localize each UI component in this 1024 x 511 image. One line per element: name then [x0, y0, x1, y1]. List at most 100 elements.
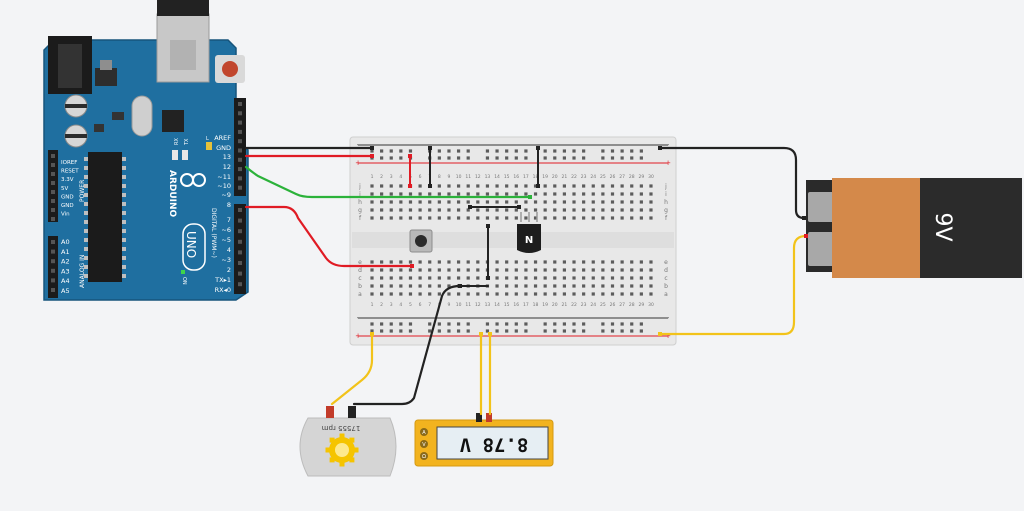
rail-hole[interactable] [437, 322, 441, 326]
rail-hole[interactable] [562, 322, 566, 326]
terminal-hole[interactable] [428, 216, 432, 220]
header-pin[interactable] [238, 167, 242, 172]
terminal-hole[interactable] [601, 284, 605, 288]
wire-endpoint[interactable] [479, 332, 483, 336]
wire-red-pin8[interactable] [244, 205, 414, 268]
terminal-hole[interactable] [418, 208, 422, 212]
terminal-hole[interactable] [562, 200, 566, 204]
npn-transistor[interactable]: N [517, 212, 541, 253]
terminal-hole[interactable] [399, 260, 403, 264]
terminal-hole[interactable] [630, 184, 634, 188]
terminal-hole[interactable] [649, 184, 653, 188]
terminal-hole[interactable] [620, 184, 624, 188]
mode-v-button[interactable] [420, 440, 428, 448]
rail-hole[interactable] [428, 322, 432, 326]
rail-hole[interactable] [620, 329, 624, 333]
rail-hole[interactable] [543, 156, 547, 160]
terminal-hole[interactable] [582, 200, 586, 204]
rail-hole[interactable] [399, 149, 403, 153]
rail-hole[interactable] [620, 322, 624, 326]
rail-hole[interactable] [485, 149, 490, 153]
rail-hole[interactable] [466, 322, 470, 326]
terminal-hole[interactable] [639, 268, 643, 272]
rail-hole[interactable] [456, 156, 461, 160]
terminal-hole[interactable] [601, 200, 605, 204]
terminal-hole[interactable] [524, 260, 528, 264]
pushbutton[interactable] [409, 229, 433, 253]
terminal-hole[interactable] [649, 208, 653, 212]
terminal-hole[interactable] [476, 192, 480, 196]
header-pin[interactable] [51, 181, 55, 185]
terminal-hole[interactable] [495, 292, 499, 296]
terminal-hole[interactable] [649, 292, 653, 296]
terminal-hole[interactable] [562, 260, 566, 264]
terminal-hole[interactable] [495, 268, 499, 272]
terminal-hole[interactable] [389, 260, 393, 264]
terminal-hole[interactable] [553, 216, 557, 220]
terminal-hole[interactable] [553, 276, 557, 280]
terminal-hole[interactable] [553, 208, 557, 212]
terminal-hole[interactable] [620, 292, 624, 296]
terminal-hole[interactable] [466, 268, 470, 272]
rail-hole[interactable] [447, 156, 451, 160]
rail-hole[interactable] [601, 322, 605, 326]
terminal-hole[interactable] [620, 260, 624, 264]
terminal-hole[interactable] [495, 276, 499, 280]
terminal-hole[interactable] [447, 260, 451, 264]
terminal-hole[interactable] [639, 208, 643, 212]
terminal-hole[interactable] [533, 184, 538, 188]
terminal-hole[interactable] [418, 292, 422, 296]
terminal-hole[interactable] [408, 292, 413, 296]
terminal-hole[interactable] [572, 208, 576, 212]
terminal-hole[interactable] [380, 216, 384, 220]
terminal-hole[interactable] [466, 208, 470, 212]
rail-hole[interactable] [370, 329, 374, 333]
terminal-hole[interactable] [562, 208, 566, 212]
terminal-hole[interactable] [505, 292, 509, 296]
rail-hole[interactable] [447, 329, 451, 333]
terminal-hole[interactable] [485, 208, 490, 212]
rail-hole[interactable] [408, 149, 413, 153]
terminal-hole[interactable] [370, 216, 374, 220]
terminal-hole[interactable] [476, 200, 480, 204]
terminal-hole[interactable] [418, 268, 422, 272]
rail-hole[interactable] [399, 329, 403, 333]
terminal-hole[interactable] [562, 268, 566, 272]
terminal-hole[interactable] [380, 268, 384, 272]
terminal-hole[interactable] [543, 184, 547, 188]
terminal-hole[interactable] [408, 276, 413, 280]
terminal-hole[interactable] [476, 216, 480, 220]
terminal-hole[interactable] [389, 216, 393, 220]
rail-hole[interactable] [389, 156, 393, 160]
header-pin[interactable] [51, 190, 55, 194]
rail-hole[interactable] [485, 322, 490, 326]
rail-hole[interactable] [562, 156, 566, 160]
terminal-hole[interactable] [428, 292, 432, 296]
rail-hole[interactable] [505, 322, 509, 326]
wire-green-pin12[interactable] [244, 165, 532, 199]
terminal-hole[interactable] [543, 284, 547, 288]
rail-hole[interactable] [610, 329, 615, 333]
terminal-hole[interactable] [466, 260, 470, 264]
header-pin[interactable] [238, 239, 242, 244]
power-header[interactable] [48, 150, 58, 222]
mode-ohm-button[interactable] [420, 452, 428, 460]
rail-hole[interactable] [582, 322, 586, 326]
terminal-hole[interactable] [572, 268, 576, 272]
terminal-hole[interactable] [514, 292, 518, 296]
terminal-hole[interactable] [524, 276, 528, 280]
terminal-hole[interactable] [389, 184, 393, 188]
header-pin[interactable] [238, 148, 242, 153]
terminal-hole[interactable] [572, 192, 576, 196]
rail-hole[interactable] [582, 149, 586, 153]
terminal-hole[interactable] [466, 216, 470, 220]
rail-hole[interactable] [456, 322, 461, 326]
breadboard-holes[interactable] [370, 149, 653, 333]
terminal-hole[interactable] [456, 192, 461, 196]
terminal-hole[interactable] [572, 200, 576, 204]
terminal-hole[interactable] [389, 284, 393, 288]
terminal-hole[interactable] [553, 184, 557, 188]
terminal-hole[interactable] [630, 216, 634, 220]
terminal-hole[interactable] [562, 292, 566, 296]
